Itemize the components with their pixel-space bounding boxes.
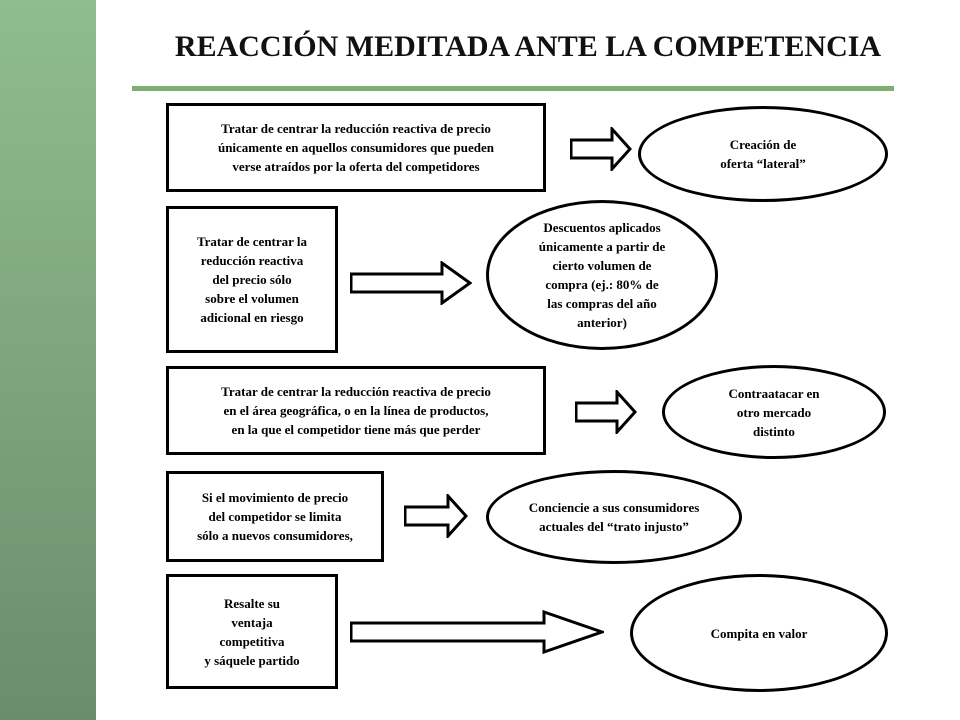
strategy-box-4: Si el movimiento de precio del competido…	[166, 471, 384, 562]
strategy-box-4-text: Si el movimiento de precio del competido…	[197, 490, 353, 543]
outcome-oval-4-text: Conciencie a sus consumidores actuales d…	[528, 500, 700, 534]
outcome-oval-3-text: Contraatacar en otro mercado distinto	[728, 385, 820, 439]
outcome-oval-2-text: Descuentos aplicados únicamente a partir…	[538, 220, 666, 330]
strategy-box-1-text: Tratar de centrar la reducción reactiva …	[217, 121, 495, 174]
outcome-oval-1: Creación de oferta “lateral”	[638, 106, 888, 202]
arrow-right-icon	[350, 610, 604, 654]
title-underline	[132, 86, 894, 91]
outcome-oval-5: Compita en valor	[630, 574, 888, 692]
sidebar-decoration	[0, 0, 96, 720]
outcome-oval-4: Conciencie a sus consumidores actuales d…	[486, 470, 742, 564]
arrow-right-icon	[404, 494, 468, 538]
strategy-box-3: Tratar de centrar la reducción reactiva …	[166, 366, 546, 455]
strategy-box-5: Resalte su ventaja competitiva y sáquele…	[166, 574, 338, 689]
strategy-box-2: Tratar de centrar la reducción reactiva …	[166, 206, 338, 353]
strategy-box-2-text: Tratar de centrar la reducción reactiva …	[196, 234, 308, 325]
page-title: REACCIÓN MEDITADA ANTE LA COMPETENCIA	[174, 30, 882, 63]
strategy-box-1: Tratar de centrar la reducción reactiva …	[166, 103, 546, 192]
strategy-box-5-text: Resalte su ventaja competitiva y sáquele…	[204, 595, 300, 668]
arrow-right-icon	[570, 127, 632, 171]
outcome-oval-5-text: Compita en valor	[710, 625, 808, 641]
outcome-oval-3: Contraatacar en otro mercado distinto	[662, 365, 886, 459]
arrow-right-icon	[350, 261, 472, 305]
outcome-oval-2: Descuentos aplicados únicamente a partir…	[486, 200, 718, 350]
outcome-oval-1-text: Creación de oferta “lateral”	[720, 137, 806, 171]
strategy-box-3-text: Tratar de centrar la reducción reactiva …	[221, 384, 491, 437]
arrow-right-icon	[575, 390, 637, 434]
